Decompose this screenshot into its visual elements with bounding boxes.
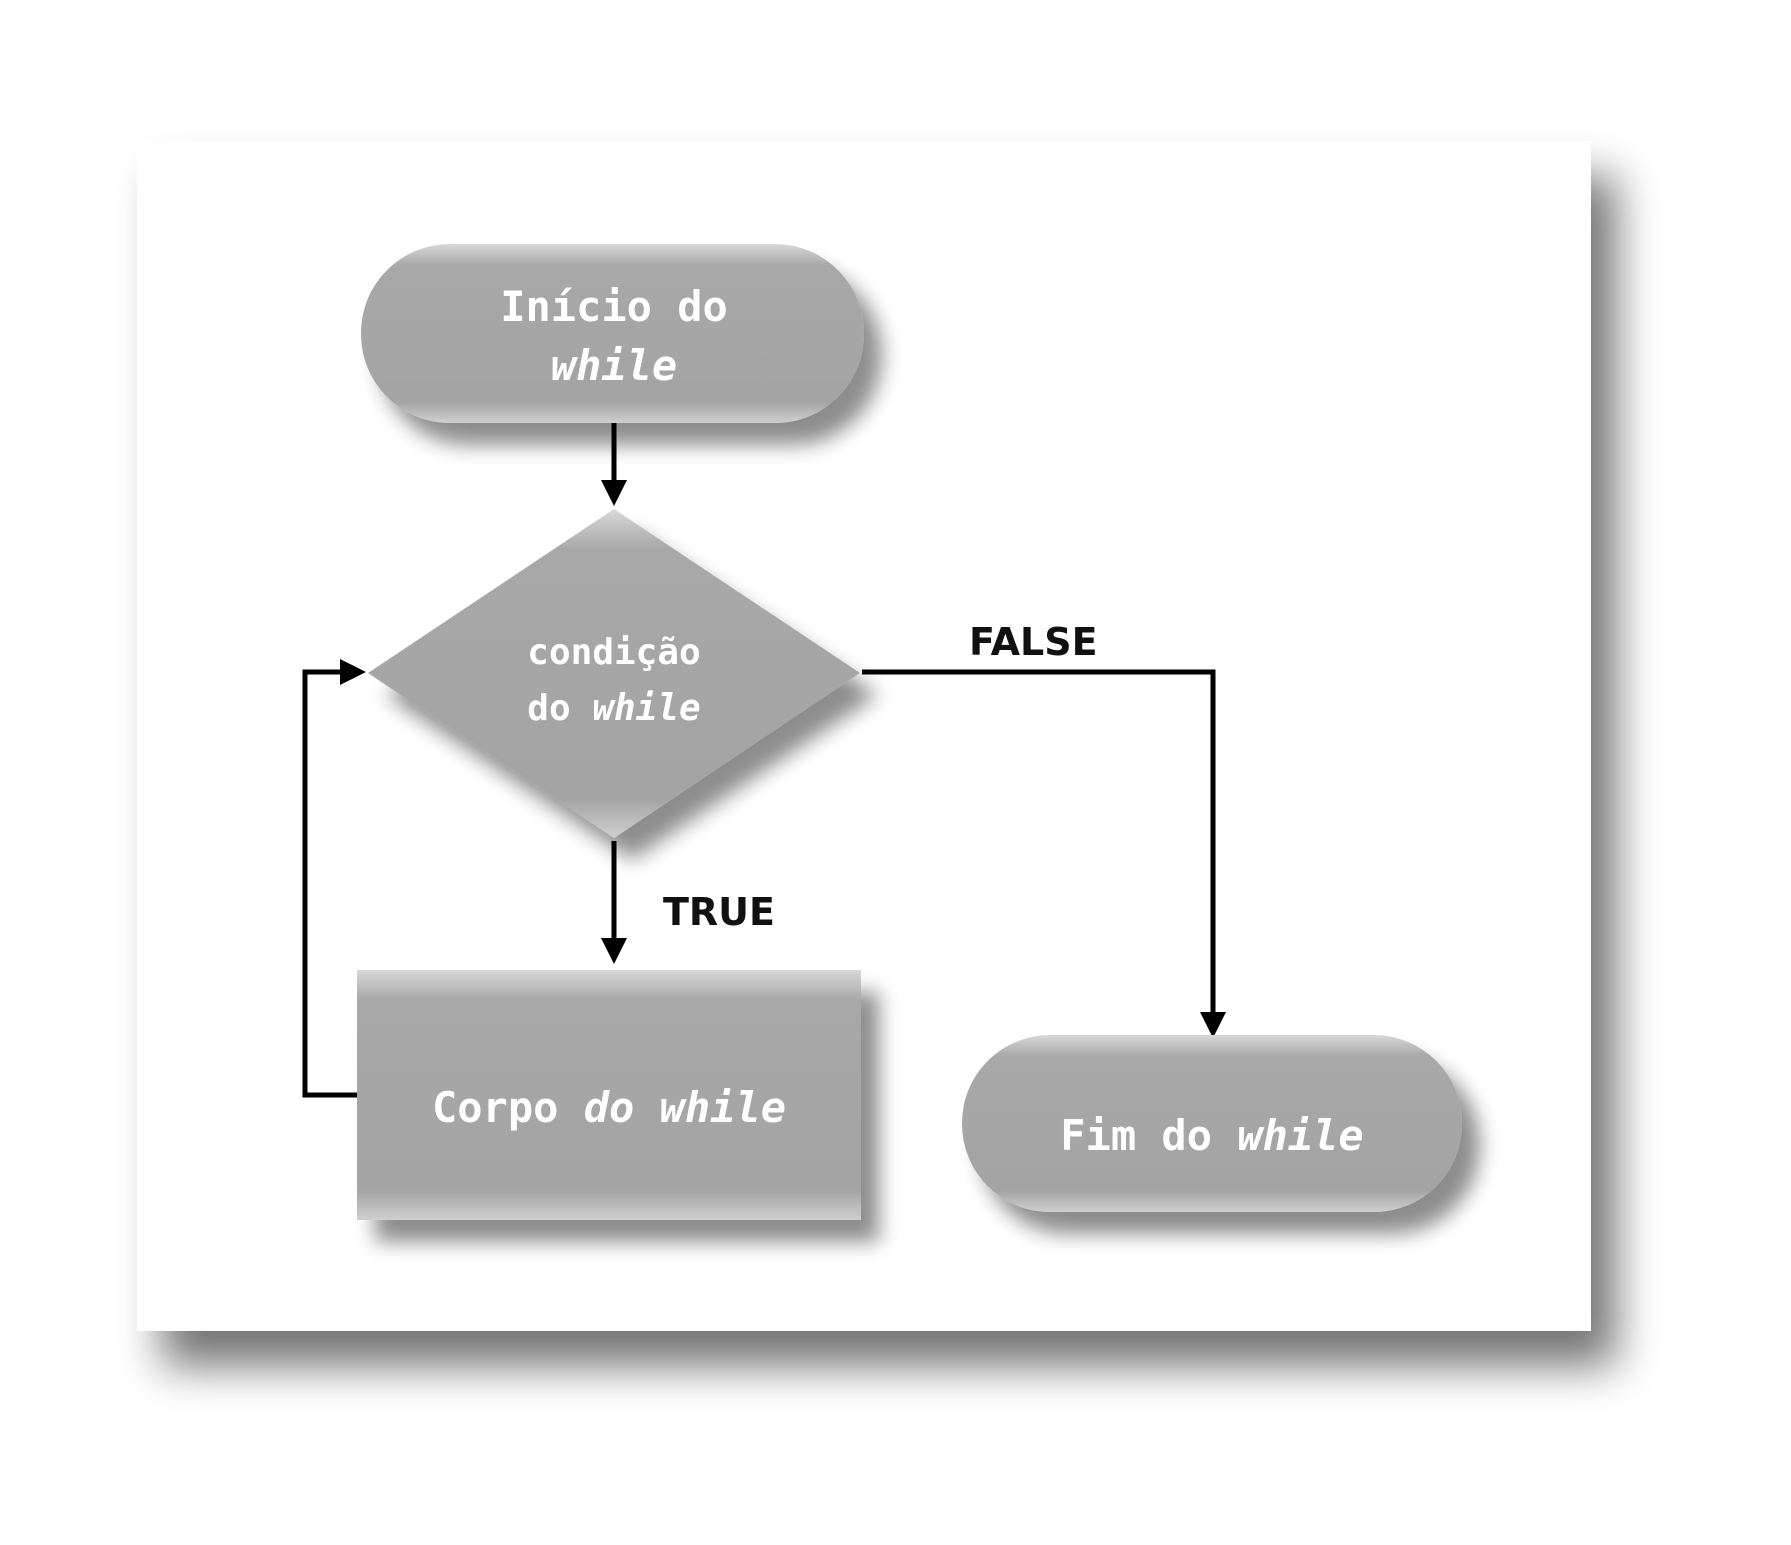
start-label-line2: while (551, 341, 677, 390)
body-node (357, 970, 861, 1220)
arrowhead-icon (601, 480, 627, 506)
true-label: TRUE (663, 890, 775, 934)
end-label: Fim do while (1060, 1111, 1363, 1160)
arrowhead-icon (340, 659, 366, 685)
condition-node (368, 509, 860, 838)
condition-label-line1: condição (527, 632, 700, 673)
arrow-false (862, 669, 1216, 1022)
arrowhead-icon (1200, 1012, 1226, 1038)
condition-label-line2: do while (527, 688, 700, 729)
start-label-line1: Início do (500, 282, 728, 331)
body-label: Corpo do while (432, 1083, 786, 1132)
false-label: FALSE (969, 620, 1098, 664)
arrow-loop-back (302, 669, 357, 1098)
start-node (361, 244, 864, 423)
arrowhead-icon (601, 938, 627, 964)
end-node (962, 1035, 1462, 1212)
